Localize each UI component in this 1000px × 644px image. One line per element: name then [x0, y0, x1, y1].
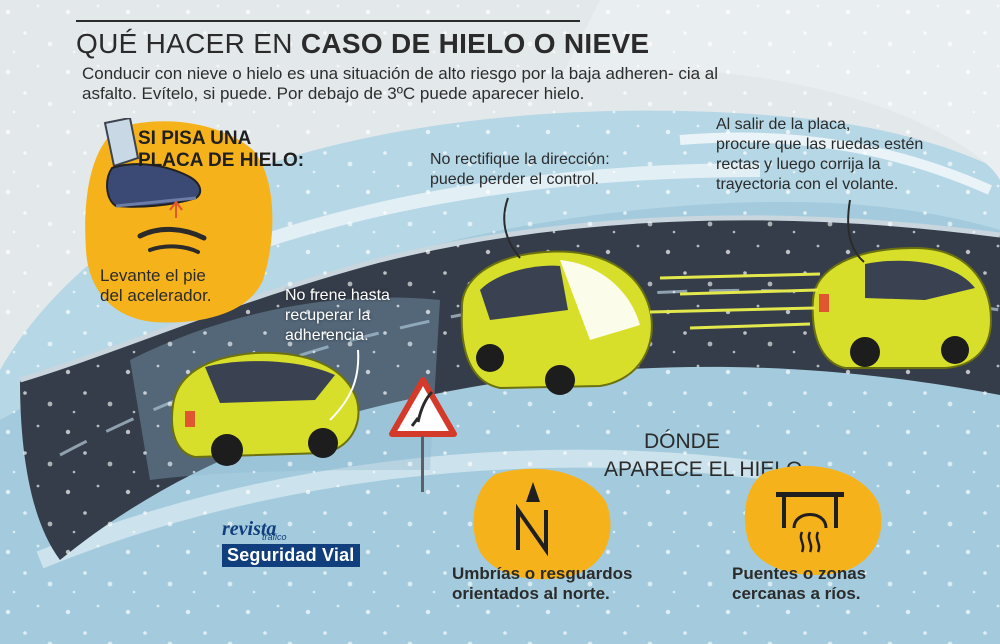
- page-title: QUÉ HACER EN CASO DE HIELO O NIEVE: [76, 28, 650, 59]
- callout-no-rectifique: No rectifique la dirección:puede perder …: [430, 151, 610, 188]
- bridge-icon: [776, 492, 844, 553]
- car-icon: [171, 351, 360, 466]
- speed-lines: [650, 272, 821, 330]
- intro-text: Conducir con nieve o hielo es una situac…: [82, 64, 719, 103]
- title-rule: [76, 20, 580, 22]
- car-icon: [811, 246, 993, 369]
- brand-logo: revista tráfico Seguridad Vial: [222, 519, 360, 567]
- car-icon: [460, 250, 653, 395]
- north-icon: [516, 482, 548, 557]
- donde-heading: DÓNDE APARECE EL HIELO: [604, 430, 803, 481]
- north-badge: [473, 468, 611, 580]
- callout-al-salir: Al salir de la placa,procure que las rue…: [716, 116, 924, 193]
- ice-warning-sign-icon: [389, 377, 457, 492]
- foot-pedal-icon: [103, 118, 207, 254]
